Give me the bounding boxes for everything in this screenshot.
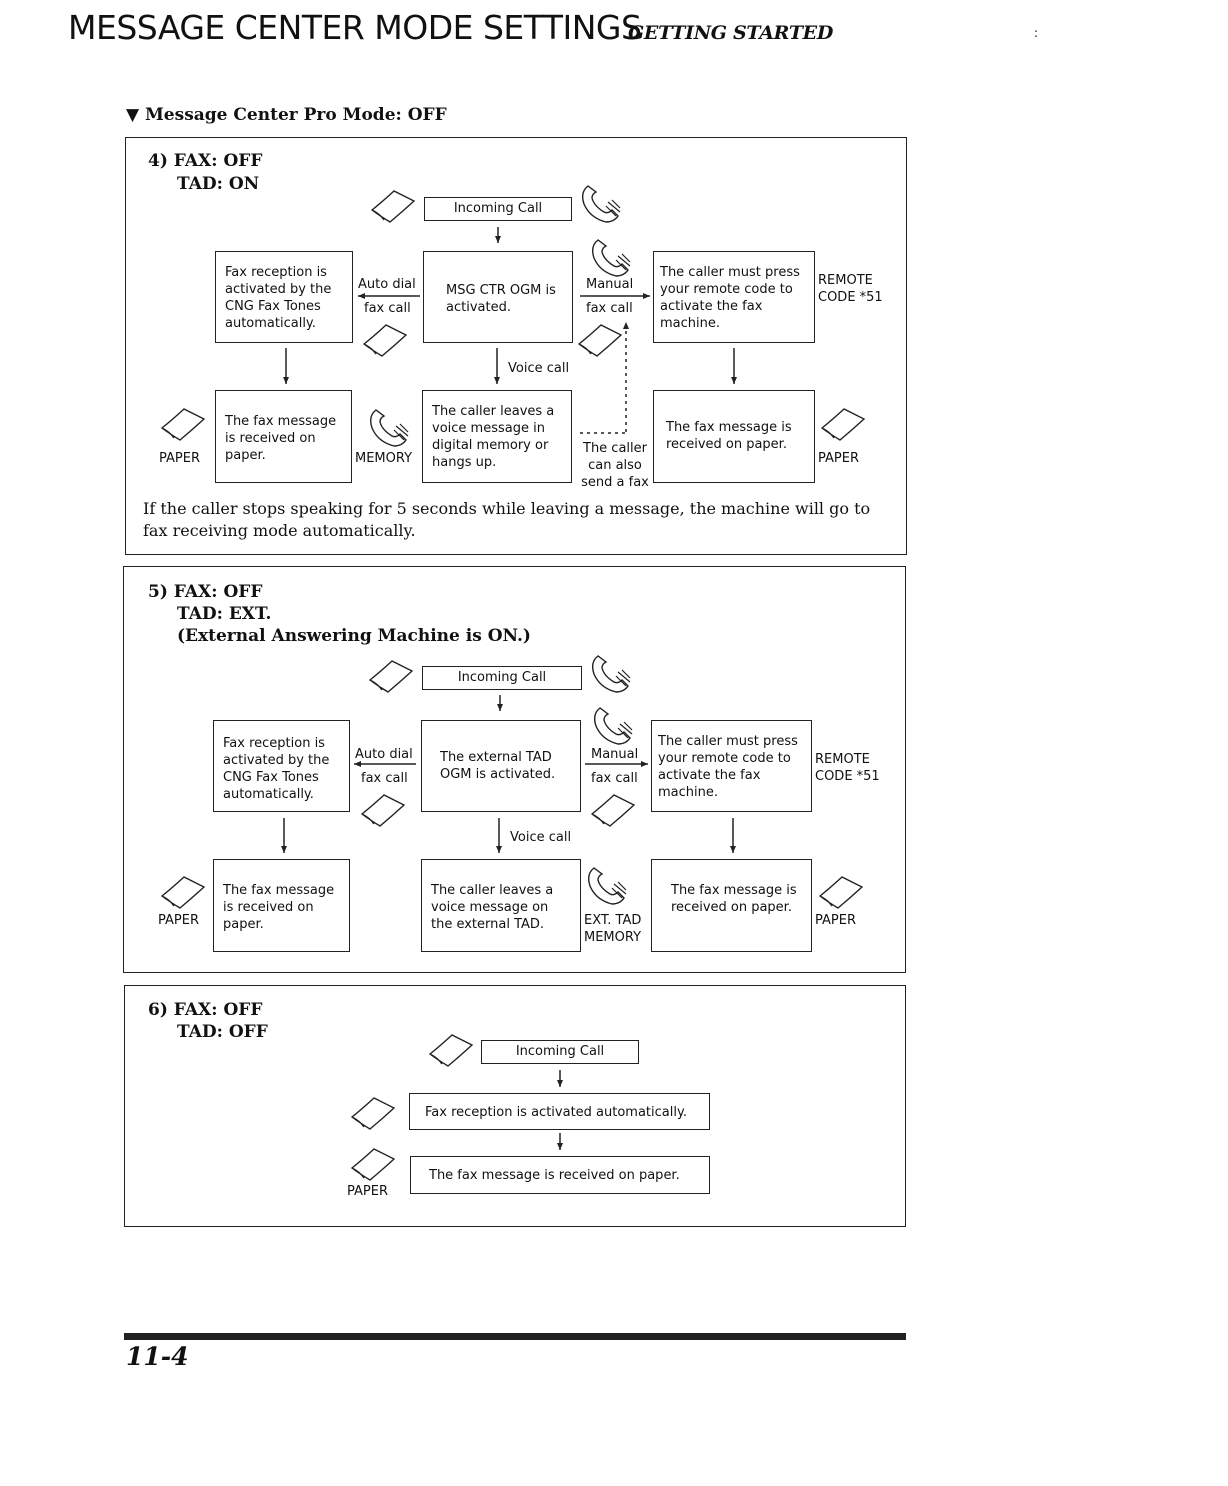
fax-paper-icon (820, 408, 866, 441)
section-4-frame (125, 137, 907, 555)
voice-call-label: Voice call (508, 361, 570, 376)
caller-leaves-box: The caller leaves a voice message in dig… (422, 390, 572, 483)
remote-code-label: REMOTE CODE *51 (818, 273, 883, 305)
auto-dial-label: Auto dial (358, 277, 416, 292)
incoming-call-box: Incoming Call (424, 197, 572, 221)
fax-paper-icon (577, 324, 623, 357)
section-5-ext-state: (External Answering Machine is ON.) (177, 626, 531, 646)
fax-paper-icon (590, 794, 636, 827)
fax-call-right-label: fax call (586, 301, 633, 316)
fax-paper-icon (360, 794, 406, 827)
telephone-handset-icon (591, 239, 631, 277)
fax-paper-icon (362, 324, 408, 357)
corner-mark: : (1034, 26, 1039, 40)
fax-paper-icon (428, 1034, 474, 1067)
telephone-handset-icon (581, 185, 621, 223)
msg-ctr-ogm-box: MSG CTR OGM is activated. (423, 251, 573, 343)
telephone-handset-icon (593, 707, 633, 745)
telephone-handset-icon (369, 409, 409, 447)
caller-must-press-box-5: The caller must press your remote code t… (651, 720, 812, 812)
section-5-fax-state: 5) FAX: OFF (148, 582, 263, 602)
fax-received-left-box-5: The fax message is received on paper. (213, 859, 350, 952)
footer-rule (124, 1333, 906, 1340)
page-subtitle: GETTING STARTED (628, 22, 834, 44)
manual-label: Manual (586, 277, 634, 292)
section-4-tad-state: TAD: ON (177, 174, 260, 194)
paper-right-label: PAPER (818, 451, 859, 466)
paper-left-label-5: PAPER (158, 913, 199, 928)
section-4-note: If the caller stops speaking for 5 secon… (143, 499, 871, 540)
caller-leaves-box-5: The caller leaves a voice message on the… (421, 859, 581, 952)
fax-paper-icon (368, 660, 414, 693)
mode-heading: ▼ Message Center Pro Mode: OFF (126, 105, 447, 125)
telephone-handset-icon (591, 655, 631, 693)
auto-dial-label-5: Auto dial (355, 747, 413, 762)
paper-right-label-5: PAPER (815, 913, 856, 928)
fax-received-box-6: The fax message is received on paper. (410, 1156, 710, 1194)
fax-call-left-label: fax call (364, 301, 411, 316)
section-4-fax-state: 4) FAX: OFF (148, 151, 263, 171)
fax-received-left-box: The fax message is received on paper. (215, 390, 352, 483)
section-6-tad-state: TAD: OFF (177, 1022, 268, 1042)
fax-paper-icon (350, 1148, 396, 1181)
section-5-tad-state: TAD: EXT. (177, 604, 272, 624)
fax-paper-icon (818, 876, 864, 909)
fax-received-right-box: The fax message is received on paper. (653, 390, 815, 483)
fax-paper-icon (350, 1097, 396, 1130)
section-5-frame (123, 566, 906, 973)
telephone-handset-icon (587, 867, 627, 905)
remote-code-label-5: REMOTE CODE *51 (815, 752, 880, 784)
page-number: 11-4 (126, 1342, 189, 1371)
paper-label-6: PAPER (347, 1184, 388, 1199)
ext-tad-memory-label: EXT. TAD MEMORY (584, 913, 642, 945)
section-6-fax-state: 6) FAX: OFF (148, 1000, 263, 1020)
page-title: MESSAGE CENTER MODE SETTINGS (68, 8, 642, 47)
fax-paper-icon (370, 190, 416, 223)
fax-received-right-box-5: The fax message is received on paper. (651, 859, 812, 952)
memory-label: MEMORY (355, 451, 413, 466)
fax-call-left-label-5: fax call (361, 771, 408, 786)
fax-paper-icon (160, 876, 206, 909)
incoming-call-box-6: Incoming Call (481, 1040, 639, 1064)
fax-call-right-label-5: fax call (591, 771, 638, 786)
caller-can-send-label: The caller can also send a fax (581, 441, 649, 490)
fax-reception-box-5: Fax reception is activated by the CNG Fa… (213, 720, 350, 812)
incoming-call-box-5: Incoming Call (422, 666, 582, 690)
voice-call-label-5: Voice call (510, 830, 572, 845)
external-ogm-box: The external TAD OGM is activated. (421, 720, 581, 812)
manual-label-5: Manual (591, 747, 639, 762)
caller-must-press-box: The caller must press your remote code t… (653, 251, 815, 343)
paper-left-label: PAPER (159, 451, 200, 466)
fax-reception-box-6: Fax reception is activated automatically… (409, 1093, 710, 1130)
fax-reception-box: Fax reception is activated by the CNG Fa… (215, 251, 353, 343)
fax-paper-icon (160, 408, 206, 441)
section-6-frame (124, 985, 906, 1227)
